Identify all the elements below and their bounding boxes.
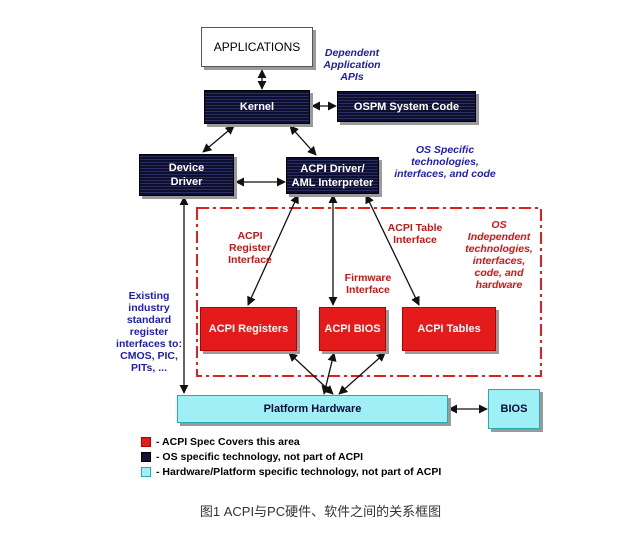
platform-hardware-box: Platform Hardware (177, 395, 448, 423)
firmware-interface-label: Firmware Interface (344, 272, 392, 296)
ospm-box: OSPM System Code (337, 91, 476, 122)
acpi-registers-box: ACPI Registers (200, 307, 297, 351)
kernel-box: Kernel (204, 90, 310, 124)
arrow-registers-hardware (288, 352, 334, 395)
acpi-table-interface-label: ACPI Table Interface (387, 222, 443, 246)
legend-item-os: - OS specific technology, not part of AC… (141, 451, 363, 463)
arrow-kernel-acpi-driver (289, 125, 317, 156)
kernel-label: Kernel (239, 101, 275, 113)
acpi-register-interface-label: ACPI Register Interface (228, 230, 272, 266)
legend-text: - Hardware/Platform specific technology,… (156, 466, 442, 478)
legend-item-hardware: - Hardware/Platform specific technology,… (141, 466, 441, 478)
arrows (179, 69, 488, 414)
legend-item-acpi: - ACPI Spec Covers this area (141, 436, 300, 448)
device-driver-label-line2: Driver (170, 176, 203, 188)
acpi-driver-label-line2: AML Interpreter (291, 176, 374, 189)
legend-swatch-cyan (141, 467, 151, 477)
acpi-bios-box: ACPI BIOS (319, 307, 386, 351)
arrow-acpi-driver-registers (247, 194, 299, 306)
dependent-apis-label: Dependent Application APIs (323, 47, 381, 83)
acpi-bios-label: ACPI BIOS (324, 323, 381, 335)
acpi-registers-label: ACPI Registers (208, 323, 289, 335)
os-independent-label: OS Independent technologies, interfaces,… (465, 219, 533, 291)
legend-swatch-navy (141, 452, 151, 462)
applications-box: APPLICATIONS (201, 27, 313, 67)
legend-text: - OS specific technology, not part of AC… (156, 451, 364, 463)
bios-box: BIOS (488, 389, 540, 429)
applications-label: APPLICATIONS (213, 40, 301, 54)
legend-swatch-red (141, 437, 151, 447)
acpi-driver-box: ACPI Driver/ AML Interpreter (286, 157, 379, 194)
arrow-kernel-device-driver (202, 125, 235, 153)
arrow-acpi-driver-tables (365, 194, 420, 306)
os-specific-label: OS Specific technologies, interfaces, an… (394, 144, 496, 180)
ospm-label: OSPM System Code (353, 100, 460, 113)
bios-label: BIOS (500, 403, 528, 415)
platform-hardware-label: Platform Hardware (263, 403, 362, 415)
device-driver-label-line1: Device (168, 162, 205, 174)
existing-registers-label: Existing industry standard register inte… (116, 290, 182, 374)
arrow-tables-hardware (338, 352, 386, 395)
acpi-driver-label-line1: ACPI Driver/ (300, 162, 365, 175)
legend-text: - ACPI Spec Covers this area (156, 436, 300, 448)
figure-caption: 图1 ACPI与PC硬件、软件之间的关系框图 (199, 504, 442, 519)
arrow-bios-hardware (321, 352, 337, 395)
acpi-tables-box: ACPI Tables (402, 307, 496, 351)
acpi-tables-label: ACPI Tables (417, 323, 481, 335)
device-driver-box: Device Driver (139, 154, 234, 196)
